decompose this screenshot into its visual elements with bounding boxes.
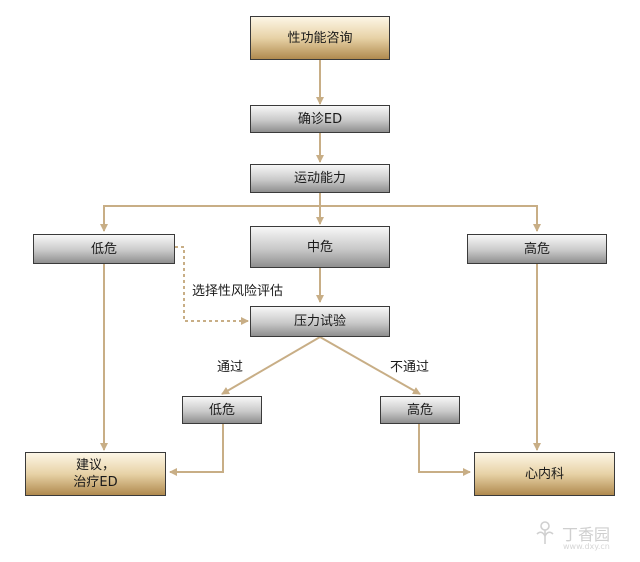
label-pass: 通过 [217,360,244,375]
node-test-low-risk: 低危 [182,396,262,424]
node-advice: 建议， 治疗ED [25,452,166,496]
node-diagnose: 确诊ED [250,105,390,133]
watermark-url: www.dxy.cn [563,542,610,551]
node-consult: 性功能咨询 [250,16,390,60]
arrow-test-high-to-cardiology [418,424,471,476]
node-stress-test: 压力试验 [250,306,390,337]
node-mid-risk: 中危 [250,226,390,268]
node-cardiology: 心内科 [474,452,615,496]
dashed-arrow-low-to-stress [175,246,249,325]
label-fail: 不通过 [390,360,430,375]
node-high-risk: 高危 [467,234,607,264]
watermark-name: 丁香园 [562,525,611,544]
label-selective-assessment: 选择性风险评估 [192,284,284,299]
node-exercise: 运动能力 [250,164,390,193]
watermark-logo-icon [536,521,554,544]
arrow-test-low-to-advice [169,424,224,476]
arrow-stress-to-test-low [221,336,321,395]
branch-bar [103,205,538,229]
arrow-stress-to-test-high [319,336,421,395]
node-low-risk: 低危 [33,234,175,264]
node-test-high-risk: 高危 [380,396,460,424]
